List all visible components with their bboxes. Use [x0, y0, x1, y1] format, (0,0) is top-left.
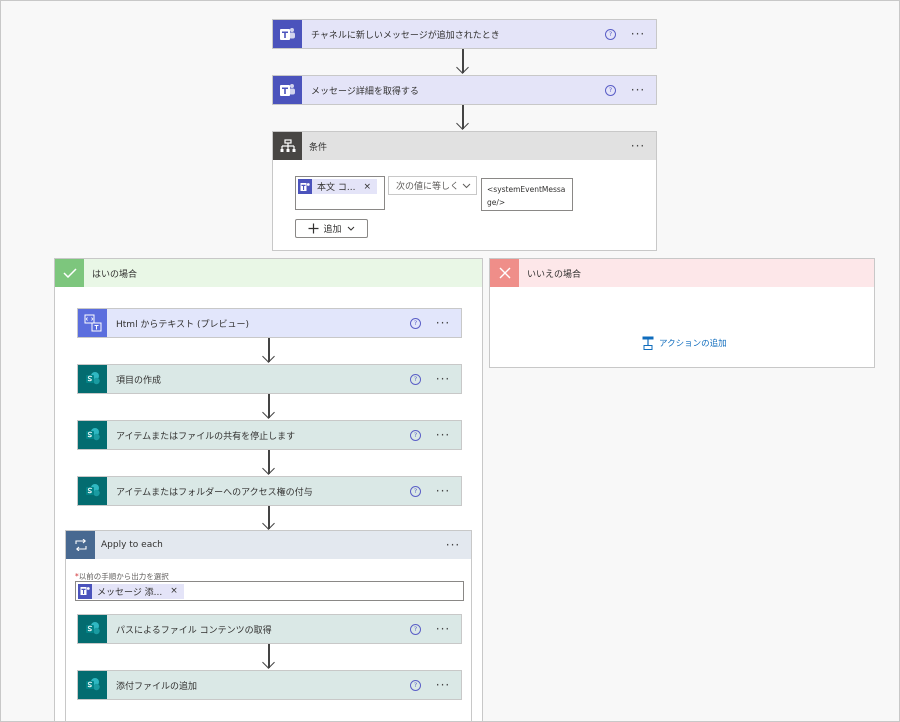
- remove-token-icon[interactable]: ×: [363, 181, 371, 192]
- required-marker: *: [75, 572, 79, 581]
- condition-operand-right[interactable]: <systemEventMessage/>: [481, 178, 573, 211]
- flow-arrow: [262, 338, 275, 364]
- more-options-icon[interactable]: ···: [435, 316, 451, 330]
- operator-value: 次の値に等しく...: [396, 182, 457, 192]
- condition-header[interactable]: 条件 ···: [273, 132, 656, 160]
- chevron-down-icon: [347, 226, 354, 231]
- add-action-icon: [642, 336, 654, 350]
- add-row-button[interactable]: 追加: [295, 219, 368, 238]
- trigger-card[interactable]: チャネルに新しいメッセージが追加されたとき ? ···: [272, 19, 657, 49]
- sharepoint-icon: [78, 671, 107, 699]
- select-output-label: *以前の手順から出力を選択: [75, 571, 169, 582]
- flow-arrow: [456, 105, 469, 131]
- help-icon[interactable]: ?: [410, 317, 421, 329]
- add-label: 追加: [323, 225, 342, 235]
- checkmark-icon: [55, 259, 84, 287]
- action-label: 添付ファイルの追加: [116, 681, 198, 692]
- action-label: アイテムまたはフォルダーへのアクセス権の付与: [116, 487, 313, 498]
- chevron-down-icon: [462, 183, 471, 188]
- plus-icon: [308, 223, 319, 234]
- more-options-icon[interactable]: ···: [630, 83, 646, 97]
- help-icon[interactable]: ?: [410, 485, 421, 497]
- more-options-icon[interactable]: ···: [435, 678, 451, 692]
- html-to-text-icon: [78, 309, 107, 337]
- action-label: アイテムまたはファイルの共有を停止します: [116, 431, 296, 442]
- create-item-card[interactable]: 項目の作成 ? ···: [77, 364, 462, 394]
- get-message-label: メッセージ詳細を取得する: [311, 86, 419, 97]
- more-options-icon[interactable]: ···: [445, 538, 461, 552]
- get-file-content-card[interactable]: パスによるファイル コンテンツの取得 ? ···: [77, 614, 462, 644]
- help-icon[interactable]: ?: [410, 623, 421, 635]
- more-options-icon[interactable]: ···: [435, 372, 451, 386]
- dynamic-content-token[interactable]: 本文 コ... ×: [298, 179, 377, 194]
- flow-arrow: [262, 506, 275, 531]
- stop-sharing-card[interactable]: アイテムまたはファイルの共有を停止します ? ···: [77, 420, 462, 450]
- token-label: 本文 コ...: [317, 183, 356, 193]
- apply-to-each-label: Apply to each: [101, 540, 163, 550]
- loop-icon: [66, 531, 95, 559]
- token-label: メッセージ 添...: [97, 587, 163, 598]
- flow-arrow: [456, 49, 469, 75]
- action-label: Html からテキスト (プレビュー): [116, 319, 250, 330]
- yes-branch-header[interactable]: はいの場合: [55, 259, 482, 287]
- action-label: 項目の作成: [116, 375, 162, 386]
- more-options-icon[interactable]: ···: [435, 484, 451, 498]
- help-icon[interactable]: ?: [410, 429, 421, 441]
- trigger-label: チャネルに新しいメッセージが追加されたとき: [311, 30, 500, 41]
- condition-block: 条件 ··· 本文 コ... × 次の値に等しく... <systemEvent…: [272, 131, 657, 251]
- more-options-icon[interactable]: ···: [435, 428, 451, 442]
- action-label: パスによるファイル コンテンツの取得: [116, 625, 272, 636]
- help-icon[interactable]: ?: [605, 84, 616, 96]
- sharepoint-icon: [78, 421, 107, 449]
- more-options-icon[interactable]: ···: [630, 139, 646, 153]
- no-branch: いいえの場合 アクションの追加: [489, 258, 875, 368]
- teams-icon: [298, 179, 312, 194]
- select-output-input[interactable]: メッセージ 添... ×: [75, 581, 464, 601]
- condition-operand-left[interactable]: 本文 コ... ×: [295, 176, 385, 210]
- yes-branch-label: はいの場合: [92, 269, 138, 280]
- sharepoint-icon: [78, 365, 107, 393]
- help-icon[interactable]: ?: [410, 679, 421, 691]
- html-to-text-card[interactable]: Html からテキスト (プレビュー) ? ···: [77, 308, 462, 338]
- get-message-card[interactable]: メッセージ詳細を取得する ? ···: [272, 75, 657, 105]
- sharepoint-icon: [78, 477, 107, 505]
- dynamic-content-token[interactable]: メッセージ 添... ×: [78, 583, 184, 599]
- more-options-icon[interactable]: ···: [435, 622, 451, 636]
- help-icon[interactable]: ?: [605, 28, 616, 40]
- remove-token-icon[interactable]: ×: [170, 586, 178, 596]
- field-label: 以前の手順から出力を選択: [78, 572, 169, 581]
- apply-to-each-header[interactable]: Apply to each ···: [66, 531, 471, 559]
- flow-arrow: [262, 394, 275, 420]
- sharepoint-icon: [78, 615, 107, 643]
- add-action-label: アクションの追加: [659, 339, 727, 349]
- no-branch-header[interactable]: いいえの場合: [490, 259, 874, 287]
- add-attachment-card[interactable]: 添付ファイルの追加 ? ···: [77, 670, 462, 700]
- flow-arrow: [262, 450, 275, 476]
- teams-icon: [273, 76, 302, 104]
- close-icon: [490, 259, 519, 287]
- teams-icon: [273, 20, 302, 48]
- add-action-link[interactable]: アクションの追加: [642, 336, 727, 350]
- condition-label: 条件: [309, 142, 328, 153]
- condition-icon: [273, 132, 302, 160]
- condition-operator-select[interactable]: 次の値に等しく...: [388, 176, 477, 195]
- more-options-icon[interactable]: ···: [630, 27, 646, 41]
- flow-arrow: [262, 644, 275, 670]
- help-icon[interactable]: ?: [410, 373, 421, 385]
- teams-icon: [78, 583, 92, 599]
- no-branch-label: いいえの場合: [527, 269, 582, 280]
- grant-access-card[interactable]: アイテムまたはフォルダーへのアクセス権の付与 ? ···: [77, 476, 462, 506]
